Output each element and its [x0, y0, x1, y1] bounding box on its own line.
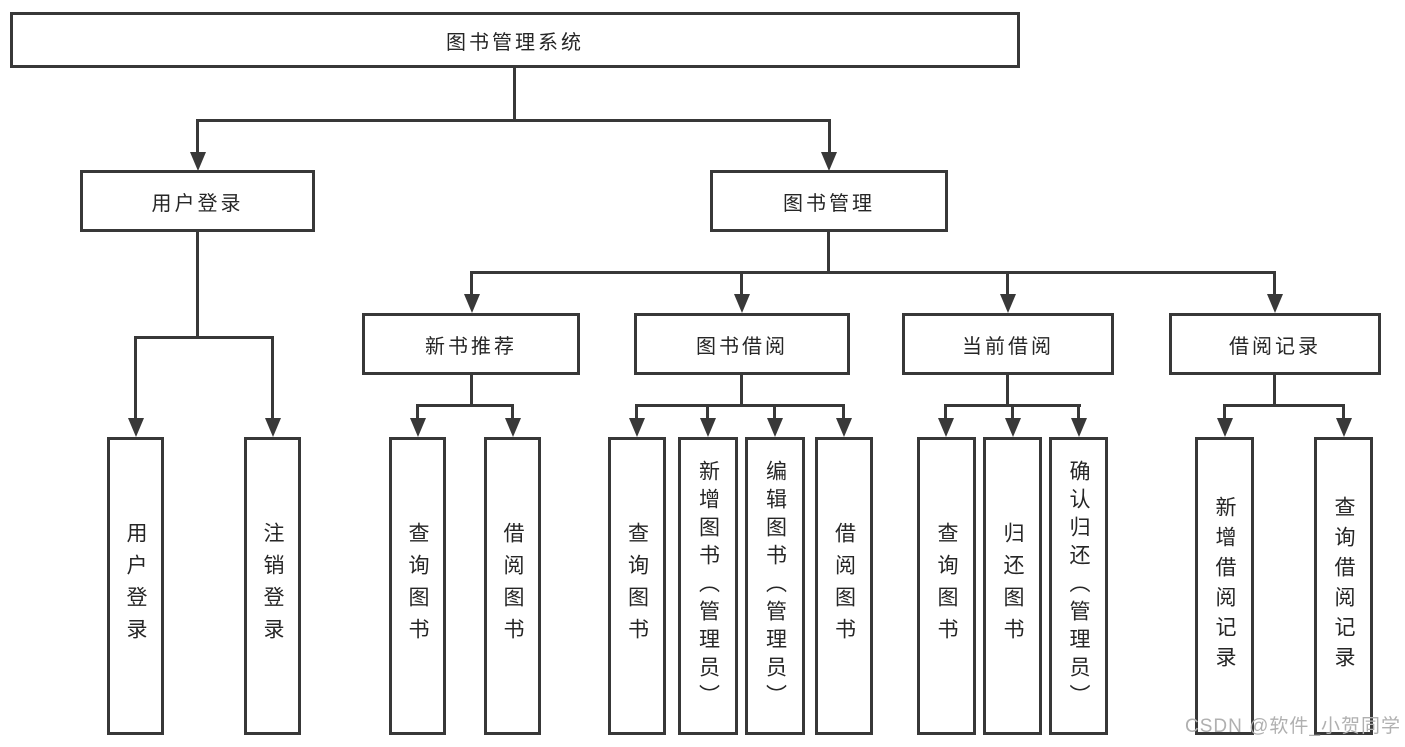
leaf-borrow-books: 借阅图书 — [815, 437, 873, 735]
leaf-confirm-return-admin: 确认归还（管理员） — [1049, 437, 1108, 735]
arrowhead-icon — [1217, 418, 1233, 437]
connector-line — [706, 404, 709, 422]
arrowhead-icon — [265, 418, 281, 437]
node-current-borrow: 当前借阅 — [902, 313, 1114, 375]
leaf-add-books-admin: 新增图书（管理员） — [678, 437, 738, 735]
connector-line — [470, 271, 1276, 274]
arrowhead-icon — [1071, 418, 1087, 437]
leaf-add-borrow-record: 新增借阅记录 — [1195, 437, 1254, 735]
connector-line — [1342, 404, 1345, 422]
leaf-borrow-books-recommend: 借阅图书 — [484, 437, 541, 735]
connector-line — [511, 404, 514, 422]
connector-line — [635, 404, 845, 407]
node-root-system: 图书管理系统 — [10, 12, 1020, 68]
connector-line — [1273, 374, 1276, 407]
node-user-login: 用户登录 — [80, 170, 315, 232]
connector-line — [1223, 404, 1345, 407]
connector-line — [944, 404, 947, 422]
arrowhead-icon — [1267, 294, 1283, 313]
arrowhead-icon — [821, 152, 837, 171]
arrowhead-icon — [128, 418, 144, 437]
connector-line — [470, 271, 473, 298]
arrowhead-icon — [1336, 418, 1352, 437]
leaf-logout: 注销登录 — [244, 437, 301, 735]
arrowhead-icon — [629, 418, 645, 437]
connector-line — [1223, 404, 1226, 422]
arrowhead-icon — [505, 418, 521, 437]
node-book-management: 图书管理 — [710, 170, 948, 232]
connector-line — [827, 231, 830, 274]
arrowhead-icon — [464, 294, 480, 313]
arrowhead-icon — [1000, 294, 1016, 313]
connector-line — [470, 374, 473, 407]
connector-line — [842, 404, 845, 422]
connector-line — [1077, 404, 1080, 422]
connector-line — [1006, 271, 1009, 298]
leaf-query-borrow-record: 查询借阅记录 — [1314, 437, 1373, 735]
arrowhead-icon — [190, 152, 206, 171]
connector-line — [416, 404, 419, 422]
arrowhead-icon — [700, 418, 716, 437]
leaf-query-books-current: 查询图书 — [917, 437, 976, 735]
connector-line — [134, 336, 274, 339]
arrowhead-icon — [734, 294, 750, 313]
node-book-borrow: 图书借阅 — [634, 313, 850, 375]
connector-line — [740, 271, 743, 298]
connector-line — [635, 404, 638, 422]
csdn-watermark: CSDN @软件_小贺同学 — [1185, 716, 1401, 737]
connector-line — [828, 119, 831, 157]
connector-line — [196, 119, 199, 157]
connector-line — [513, 65, 516, 121]
connector-line — [134, 336, 137, 422]
connector-line — [773, 404, 776, 422]
connector-line — [416, 404, 514, 407]
arrowhead-icon — [767, 418, 783, 437]
leaf-return-books: 归还图书 — [983, 437, 1042, 735]
arrowhead-icon — [938, 418, 954, 437]
connector-line — [740, 374, 743, 407]
leaf-query-books-borrow: 查询图书 — [608, 437, 666, 735]
leaf-edit-books-admin: 编辑图书（管理员） — [745, 437, 805, 735]
connector-line — [196, 231, 199, 339]
connector-line — [271, 336, 274, 422]
connector-line — [196, 119, 831, 122]
node-borrow-records: 借阅记录 — [1169, 313, 1381, 375]
arrowhead-icon — [410, 418, 426, 437]
leaf-query-books-recommend: 查询图书 — [389, 437, 446, 735]
arrowhead-icon — [836, 418, 852, 437]
arrowhead-icon — [1005, 418, 1021, 437]
connector-line — [1273, 271, 1276, 298]
connector-line — [1006, 374, 1009, 407]
connector-line — [1011, 404, 1014, 422]
leaf-user-login: 用户登录 — [107, 437, 164, 735]
node-new-book-recommend: 新书推荐 — [362, 313, 580, 375]
